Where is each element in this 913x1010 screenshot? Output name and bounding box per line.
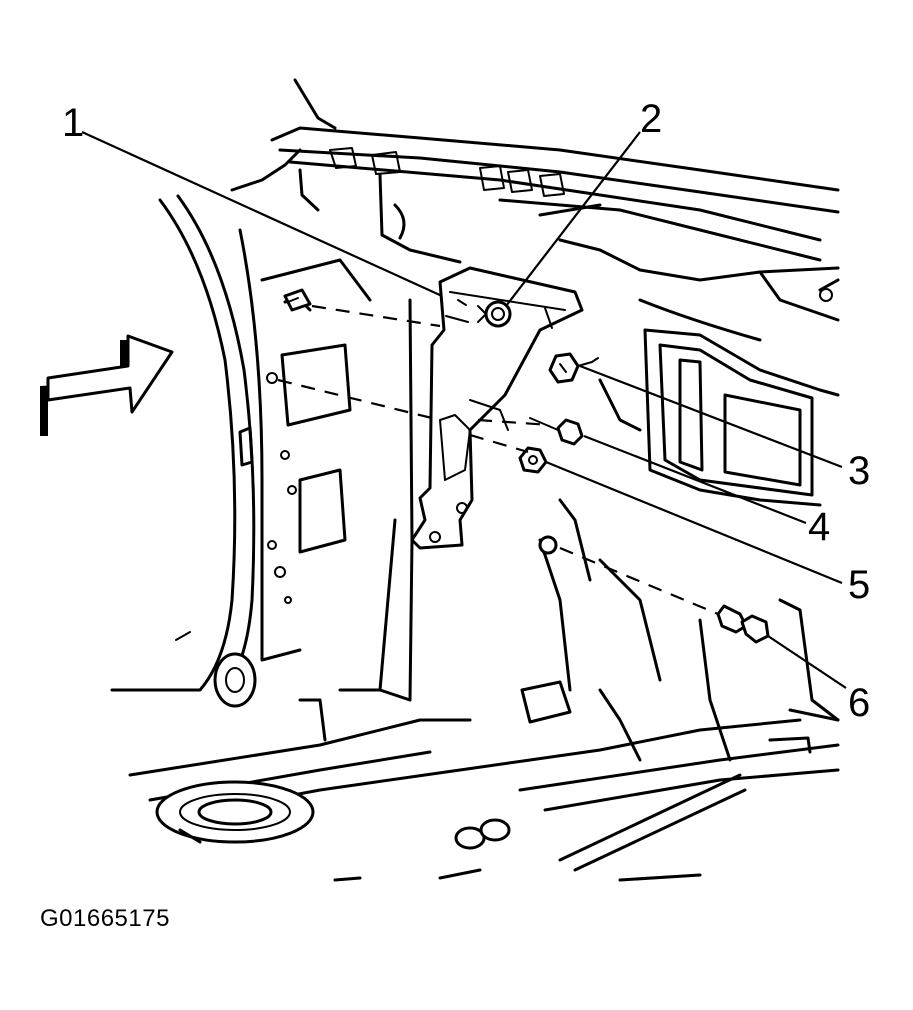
- left-pillar: [110, 148, 372, 708]
- leader-4: [583, 434, 807, 525]
- callout-5: 5: [848, 563, 870, 607]
- mounting-bracket: [410, 266, 584, 550]
- leader-6: [767, 635, 847, 689]
- callout-3: 3: [848, 449, 870, 493]
- right-duct: [638, 298, 840, 507]
- callout-labels: 1 2 3 4 5 6: [62, 97, 870, 725]
- figure-id: G01665175: [40, 905, 170, 932]
- bolt-4: [529, 417, 584, 446]
- leader-2: [505, 131, 641, 307]
- bolt-2: [477, 300, 512, 328]
- leader-3: [579, 364, 843, 469]
- floor-pan: [128, 598, 840, 882]
- bolt-3: [548, 352, 599, 384]
- leader-1: [81, 130, 443, 298]
- cowl-panel: [270, 78, 840, 322]
- callout-4: 4: [808, 505, 830, 549]
- bolt-6: [716, 604, 770, 644]
- callout-2: 2: [640, 97, 662, 141]
- leader-lines: [81, 130, 847, 689]
- callout-1: 1: [62, 101, 84, 145]
- lower-mount-hole: [538, 535, 558, 555]
- view-direction-arrow: [40, 334, 174, 436]
- fasteners: [283, 288, 770, 644]
- alignment-lines: [277, 304, 719, 616]
- nut-5: [518, 446, 548, 474]
- leader-5: [545, 460, 843, 585]
- stud-left: [283, 288, 312, 312]
- callout-6: 6: [848, 681, 870, 725]
